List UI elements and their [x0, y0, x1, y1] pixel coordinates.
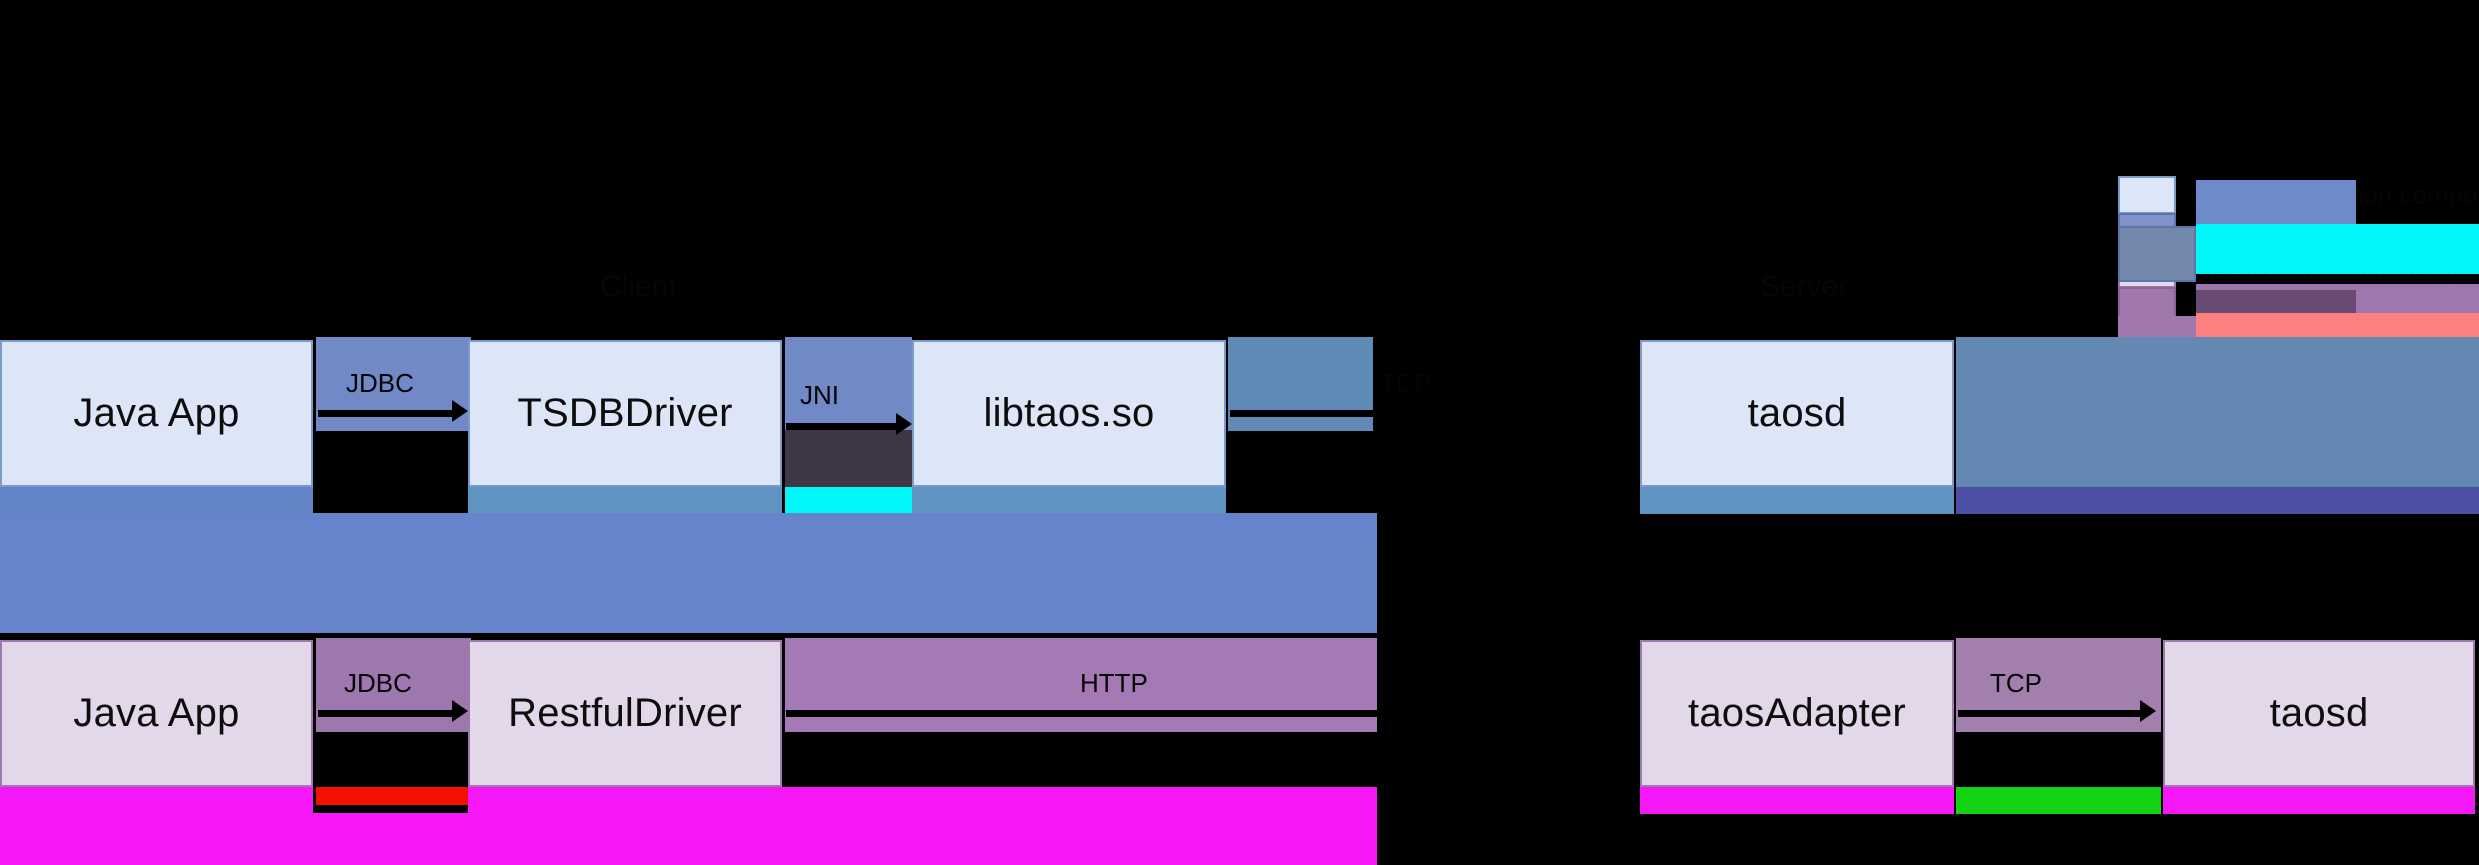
- legend-accent-blue: [2196, 180, 2356, 224]
- native-path-underline-taosd: [1640, 487, 1954, 514]
- legend-accent-darkpurple: [2196, 290, 2356, 313]
- native-path-band-d: [1956, 337, 2479, 487]
- native-path-main-band: [0, 513, 1377, 633]
- node-label: taosd: [2269, 691, 2369, 735]
- edge-tsdbdriver-to-libtaos: [786, 423, 898, 430]
- native-path-underline-libtaos: [912, 487, 1226, 514]
- edge-label-http: HTTP: [1080, 668, 1148, 698]
- native-path-underline-cyan: [785, 487, 912, 514]
- edge-label-tcp-rest: TCP: [1990, 668, 2042, 698]
- node-libtaos-so[interactable]: libtaos.so: [912, 340, 1226, 487]
- edge-label-jdbc-native: JDBC: [346, 368, 414, 398]
- legend-accent-slate: [2118, 226, 2196, 282]
- node-restful-driver[interactable]: RestfulDriver: [468, 640, 782, 787]
- node-label: taosAdapter: [1688, 691, 1906, 735]
- edge-label-jdbc-rest: JDBC: [344, 668, 412, 698]
- node-label: Java App: [73, 391, 240, 435]
- rest-path-underline-red: [316, 787, 471, 805]
- rest-path-underline-adapter: [1640, 787, 1954, 814]
- native-path-underline-left: [0, 487, 313, 514]
- rest-path-underline-green: [1956, 787, 2161, 814]
- rest-path-underline-restful: [468, 787, 1377, 814]
- node-label: RestfulDriver: [508, 691, 742, 735]
- node-label: taosd: [1747, 391, 1847, 435]
- edge-label-jni: JNI: [800, 380, 839, 410]
- node-taos-adapter[interactable]: taosAdapter: [1640, 640, 1954, 787]
- arrowhead-javaapp-to-restfuldriver: [452, 700, 468, 722]
- edge-javaapp-to-restfuldriver: [318, 710, 454, 717]
- rest-path-underline-taosd: [2163, 787, 2475, 814]
- native-path-underline-right: [1956, 487, 2479, 514]
- edge-libtaos-to-taosd: [1230, 410, 1626, 417]
- native-edge-dark-panel: [785, 430, 912, 487]
- edge-taosadapter-to-taosd: [1958, 710, 2144, 717]
- arrowhead-java-to-tsdbdriver: [452, 400, 468, 422]
- node-label: TSDBDriver: [517, 391, 733, 435]
- node-java-app-native[interactable]: Java App: [0, 340, 313, 487]
- node-java-app-rest[interactable]: Java App: [0, 640, 313, 787]
- node-tsdb-driver[interactable]: TSDBDriver: [468, 340, 782, 487]
- node-label: Java App: [73, 691, 240, 735]
- group-label-server: Server: [1760, 270, 1849, 303]
- edge-java-to-tsdbdriver: [318, 410, 454, 417]
- rest-path-underline-left: [0, 787, 313, 814]
- node-label: libtaos.so: [983, 391, 1155, 435]
- node-taosd-rest[interactable]: taosd: [2163, 640, 2475, 787]
- node-taosd-native[interactable]: taosd: [1640, 340, 1954, 487]
- rest-path-main-band: [0, 813, 1377, 865]
- edge-restfuldriver-to-taosadapter: [786, 710, 1626, 717]
- legend-accent-cyan: [2196, 224, 2479, 274]
- edge-label-tcp-native: TCP: [1380, 368, 1432, 398]
- native-path-underline-tsdb: [468, 487, 782, 514]
- rest-path-band-c: [1956, 638, 2161, 732]
- group-label-client: Client: [600, 270, 677, 303]
- arrowhead-taosadapter-to-taosd: [2140, 700, 2156, 722]
- arrowhead-libtaos-to-taosd: [1622, 400, 1638, 422]
- native-path-band-b: [785, 337, 912, 431]
- arrowhead-restfuldriver-to-taosadapter: [1622, 700, 1638, 722]
- legend-swatch-native-box: [2118, 176, 2176, 214]
- arrowhead-tsdbdriver-to-libtaos: [896, 413, 912, 435]
